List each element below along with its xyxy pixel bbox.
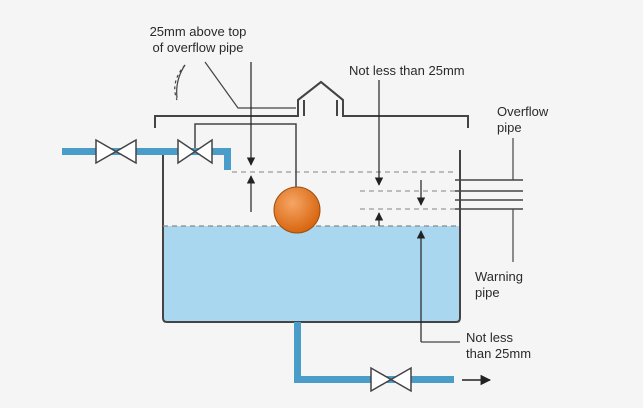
label-overflow-pipe-line1: Overflow	[497, 104, 549, 119]
inlet-valve-2	[177, 138, 213, 165]
label-warning-pipe: Warning pipe	[475, 269, 523, 301]
tank-outline	[162, 150, 461, 323]
label-overflow-pipe: Overflow pipe	[497, 104, 548, 136]
label-gap-bottom-line2: than 25mm	[466, 346, 532, 361]
vent-cap	[297, 80, 344, 116]
label-overflow-note: 25mm above top of overflow pipe	[128, 24, 268, 56]
label-overflow-pipe-line2: pipe	[497, 120, 522, 135]
outlet-valve	[370, 366, 412, 393]
label-overflow-note-line2: of overflow pipe	[152, 40, 244, 55]
float-ball	[273, 186, 321, 234]
label-warning-pipe-line1: Warning	[475, 269, 523, 284]
outlet-pipe-vertical	[294, 322, 301, 382]
water-body	[163, 226, 460, 322]
label-gap-top: Not less than 25mm	[349, 63, 465, 78]
label-overflow-note-line1: 25mm above top	[149, 24, 247, 39]
label-gap-bottom-line1: Not less	[466, 330, 513, 345]
inlet-nozzle	[224, 148, 231, 170]
leader-overflow-note	[176, 61, 296, 109]
float-arm	[194, 123, 297, 195]
label-warning-pipe-line2: pipe	[475, 285, 500, 300]
leader-overflow-note-dashed	[174, 64, 186, 101]
label-gap-bottom: Not less than 25mm	[466, 330, 531, 362]
inlet-valve-1	[95, 138, 137, 165]
